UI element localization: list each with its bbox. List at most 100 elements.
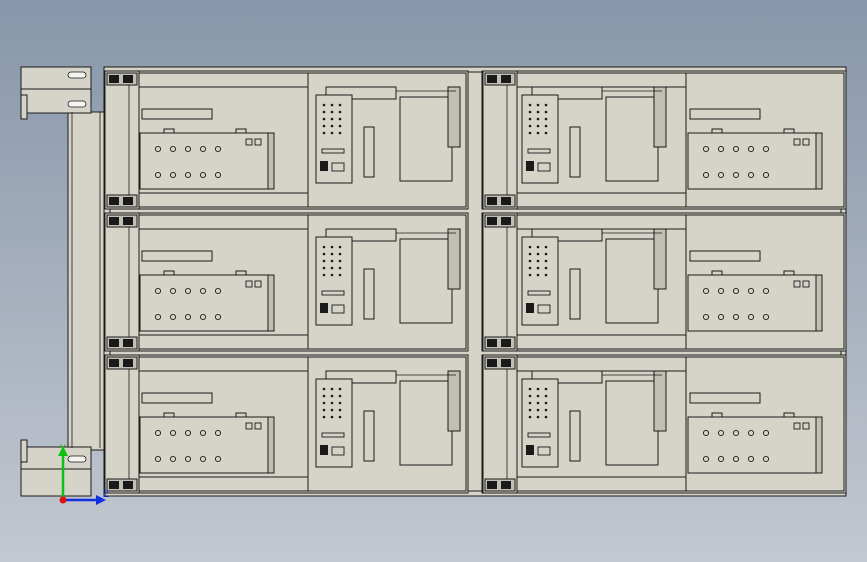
cpu-vent-hole	[536, 401, 540, 405]
unit-bottom-rail	[515, 476, 687, 492]
cpu-vent-hole	[330, 103, 334, 107]
cpu-vent-hole	[338, 117, 342, 121]
terminal-screw	[702, 287, 710, 295]
cpu-port	[331, 304, 345, 314]
cpu-vent-hole	[322, 415, 326, 419]
cpu-vent-hole	[528, 131, 532, 135]
psu-mount-bracket	[447, 86, 461, 148]
unit-top-rail	[515, 356, 687, 372]
terminal-screw	[199, 429, 207, 437]
rail-clip-block	[487, 339, 497, 347]
terminal-screw	[184, 429, 192, 437]
module-side-flange	[815, 416, 823, 474]
cpu-vent-hole	[322, 252, 326, 256]
cpu-connector	[526, 161, 534, 171]
cpu-vent-hole	[322, 131, 326, 135]
module-side-flange	[815, 274, 823, 332]
module-top-plate	[141, 250, 213, 262]
rail-clip-block	[487, 75, 497, 83]
cpu-slot	[321, 290, 345, 296]
cpu-vent-hole	[536, 110, 540, 114]
cpu-vent-hole	[330, 415, 334, 419]
psu-mount-bracket	[653, 86, 667, 148]
cpu-vent-hole	[544, 408, 548, 412]
cpu-vent-hole	[536, 387, 540, 391]
side-bracket	[20, 66, 105, 497]
cpu-vent-hole	[528, 273, 532, 277]
cpu-vent-hole	[338, 415, 342, 419]
cpu-vent-hole	[338, 124, 342, 128]
rail-clip-block	[109, 481, 119, 489]
unit-top-rail	[515, 214, 687, 230]
rail-clip-block	[123, 359, 133, 367]
terminal-screw	[184, 145, 192, 153]
cpu-vent-hole	[330, 245, 334, 249]
terminal-screw	[702, 145, 710, 153]
cpu-vent-hole	[528, 401, 532, 405]
terminal-screw	[732, 429, 740, 437]
cpu-vent-hole	[528, 387, 532, 391]
rail-clip-block	[123, 339, 133, 347]
cpu-vent-hole	[528, 110, 532, 114]
unit-bay-right	[685, 72, 845, 208]
cpu-vent-hole	[528, 252, 532, 256]
terminal-screw	[717, 145, 725, 153]
triad-z-arrow	[96, 495, 106, 505]
cpu-vent-hole	[330, 401, 334, 405]
terminal-screw	[184, 455, 192, 463]
din-rail-clip	[363, 268, 375, 320]
terminal-screw	[747, 429, 755, 437]
rack-units	[103, 70, 847, 494]
cpu-vent-hole	[536, 103, 540, 107]
status-led	[245, 138, 253, 146]
cpu-vent-hole	[544, 259, 548, 263]
cpu-vent-hole	[322, 110, 326, 114]
terminal-screw	[214, 313, 222, 321]
module-latch	[163, 412, 175, 418]
status-led	[245, 280, 253, 288]
side-rail	[104, 70, 140, 210]
cpu-vent-hole	[544, 103, 548, 107]
terminal-screw	[747, 313, 755, 321]
status-led	[245, 422, 253, 430]
cpu-vent-hole	[544, 117, 548, 121]
cpu-vent-hole	[330, 387, 334, 391]
cpu-vent-hole	[544, 110, 548, 114]
status-led	[254, 138, 262, 146]
rack-unit	[481, 70, 847, 210]
module-top-plate	[689, 392, 761, 404]
cpu-vent-hole	[330, 117, 334, 121]
side-rail	[104, 212, 140, 352]
terminal-screw	[154, 455, 162, 463]
cpu-vent-hole	[544, 124, 548, 128]
cpu-slot	[527, 290, 551, 296]
terminal-screw	[154, 287, 162, 295]
cpu-vent-hole	[528, 259, 532, 263]
cpu-vent-hole	[330, 131, 334, 135]
cpu-vent-hole	[536, 124, 540, 128]
rack-unit	[103, 212, 469, 352]
cpu-port	[537, 446, 551, 456]
rack-unit	[481, 354, 847, 494]
rail-clip-block	[123, 481, 133, 489]
terminal-screw	[169, 455, 177, 463]
din-rail-clip	[569, 268, 581, 320]
cpu-vent-hole	[528, 124, 532, 128]
cpu-vent-hole	[536, 131, 540, 135]
terminal-screw	[154, 429, 162, 437]
cpu-vent-hole	[536, 415, 540, 419]
cpu-vent-hole	[330, 259, 334, 263]
rail-clip-block	[501, 339, 511, 347]
cpu-port	[537, 304, 551, 314]
power-supply-box	[605, 380, 659, 466]
terminal-screw	[717, 455, 725, 463]
unit-bay-right	[307, 356, 467, 492]
rail-clip-block	[109, 359, 119, 367]
cpu-vent-hole	[536, 245, 540, 249]
cpu-vent-hole	[338, 394, 342, 398]
power-supply-box	[399, 96, 453, 182]
rail-clip-block	[501, 75, 511, 83]
terminal-screw	[199, 287, 207, 295]
